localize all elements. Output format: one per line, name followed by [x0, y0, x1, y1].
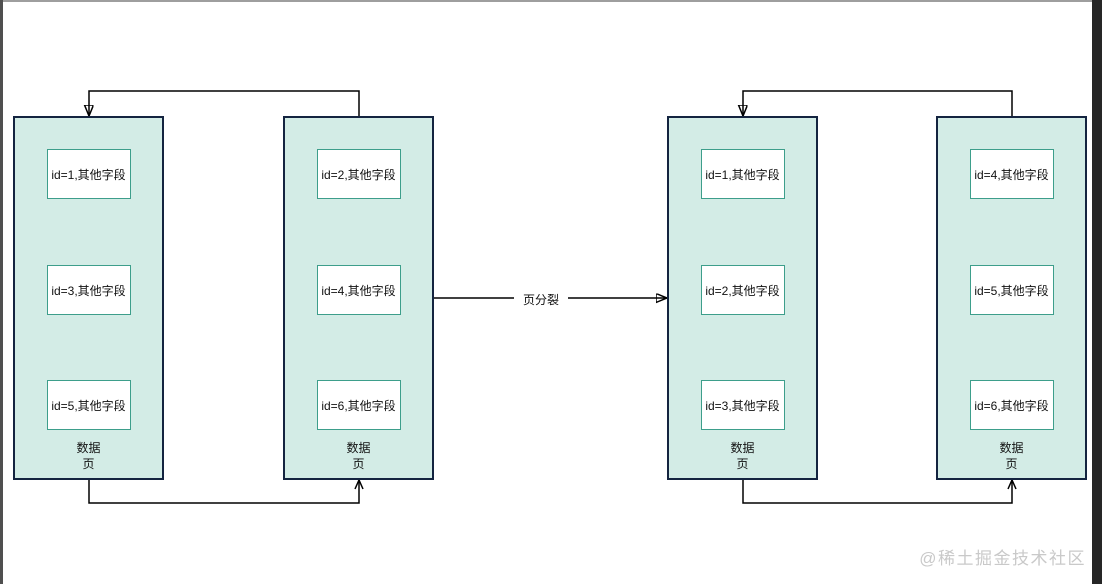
page-label-line: 页	[736, 457, 749, 471]
record-box: id=5,其他字段	[46, 380, 131, 430]
record-box: id=3,其他字段	[700, 380, 785, 430]
data-page-2: id=2,其他字段 id=4,其他字段 id=6,其他字段 数据 页	[283, 116, 434, 480]
data-page-1: id=1,其他字段 id=3,其他字段 id=5,其他字段 数据 页	[13, 116, 164, 480]
page-label: 数据 页	[285, 440, 432, 472]
page-label: 数据 页	[15, 440, 162, 472]
page-label: 数据 页	[938, 440, 1085, 472]
record-box: id=1,其他字段	[700, 149, 785, 199]
watermark: @稀土掘金技术社区	[919, 549, 1086, 568]
page-label-line: 页	[352, 457, 365, 471]
top-link-arrow-left-pair	[89, 90, 360, 116]
record-box: id=2,其他字段	[316, 149, 401, 199]
page-label-line: 页	[1005, 457, 1018, 471]
record-box: id=1,其他字段	[46, 149, 131, 199]
bottom-link-arrow-left-pair	[88, 478, 364, 504]
record-box: id=4,其他字段	[316, 265, 401, 315]
data-page-3: id=1,其他字段 id=2,其他字段 id=3,其他字段 数据 页	[667, 116, 818, 480]
canvas-left-border	[0, 0, 3, 584]
record-box: id=3,其他字段	[46, 265, 131, 315]
page-label-line: 页	[82, 457, 95, 471]
page-split-label: 页分裂	[514, 291, 568, 308]
window-right-edge	[1092, 0, 1102, 584]
data-page-4: id=4,其他字段 id=5,其他字段 id=6,其他字段 数据 页	[936, 116, 1087, 480]
record-box: id=2,其他字段	[700, 265, 785, 315]
page-label-line: 数据	[730, 441, 755, 455]
page-label: 数据 页	[669, 440, 816, 472]
record-box: id=5,其他字段	[969, 265, 1054, 315]
page-label-line: 数据	[346, 441, 371, 455]
record-box: id=6,其他字段	[969, 380, 1054, 430]
record-box: id=6,其他字段	[316, 380, 401, 430]
page-label-line: 数据	[999, 441, 1024, 455]
bottom-link-arrow-right-pair	[742, 478, 1017, 504]
record-box: id=4,其他字段	[969, 149, 1054, 199]
page-label-line: 数据	[76, 441, 101, 455]
canvas-top-border	[0, 0, 1102, 2]
top-link-arrow-right-pair	[743, 90, 1013, 116]
